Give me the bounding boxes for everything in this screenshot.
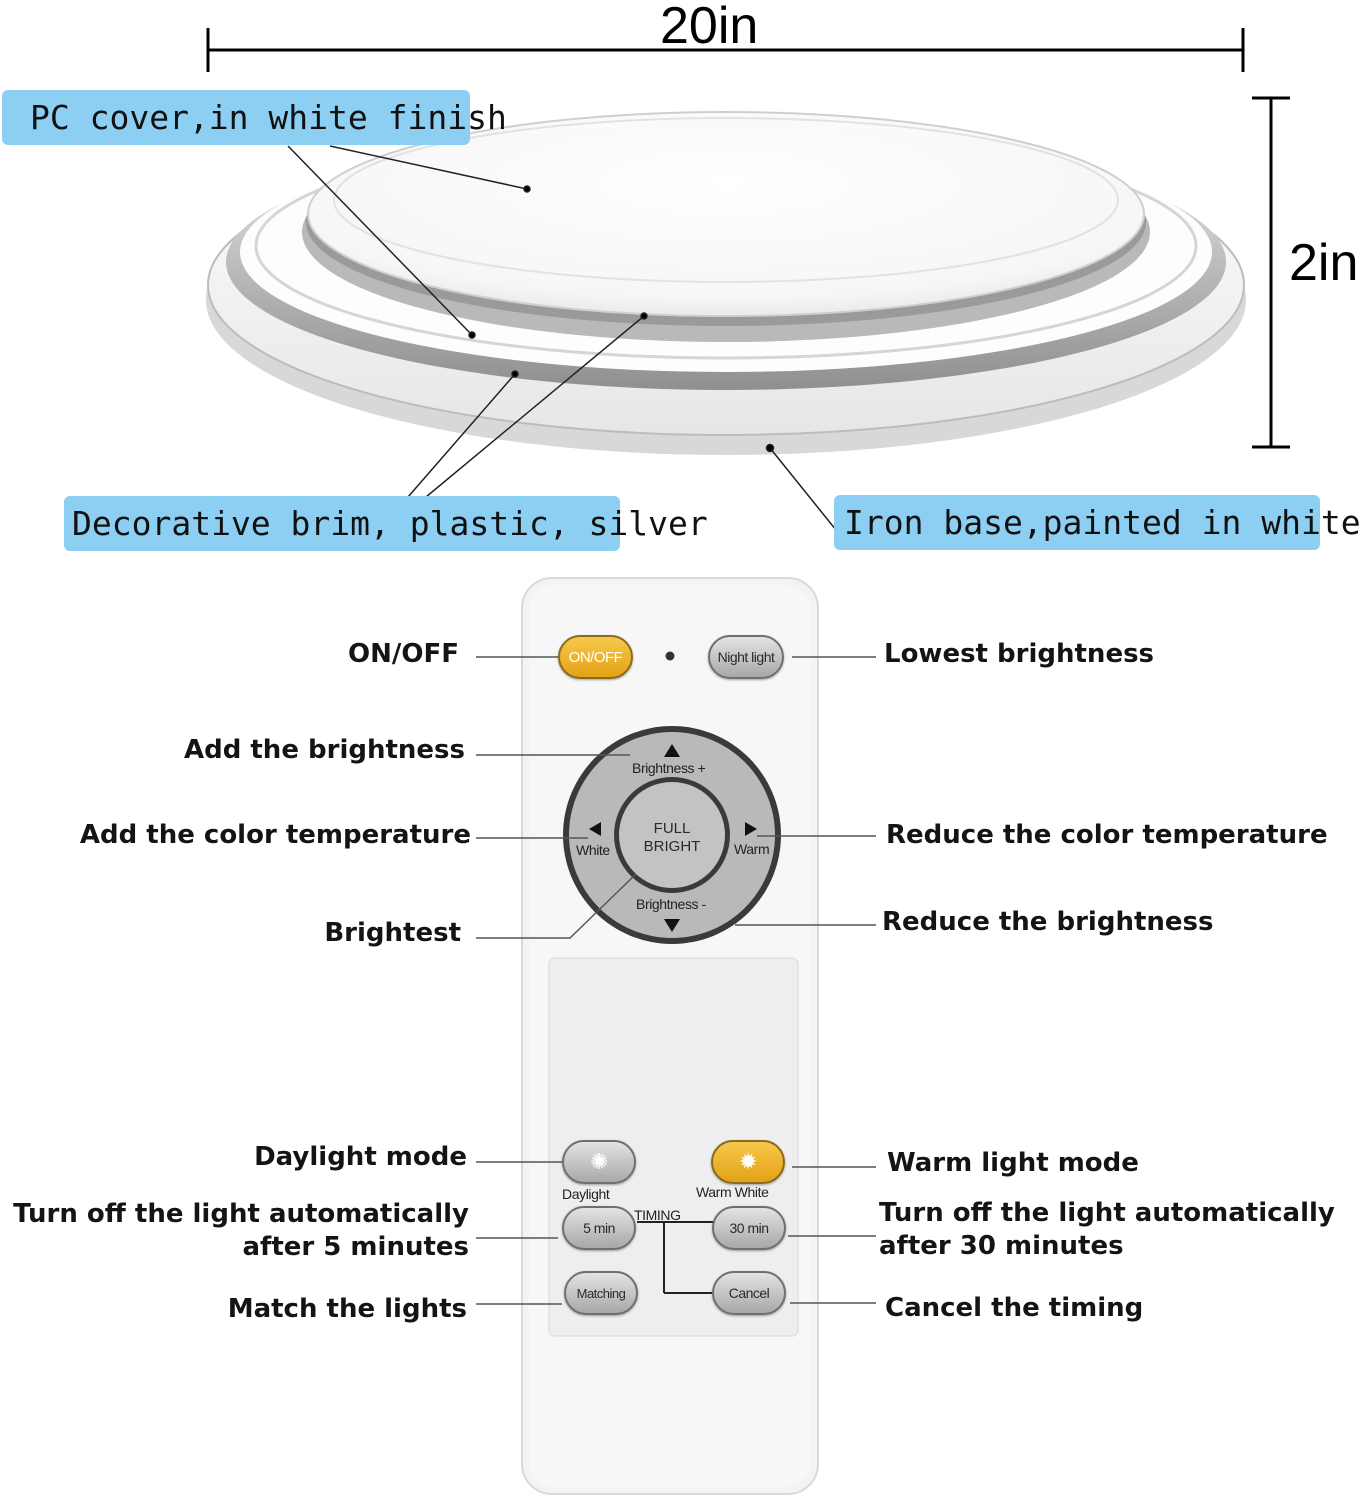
label-off-30-min: Turn off the light automatically after 3… [879,1197,1335,1262]
daylight-button[interactable]: ✺ [562,1140,636,1184]
full-bright-line1: FULL [653,820,691,837]
label-add-color-temp: Add the color temperature [79,820,471,850]
label-reduce-color-temp: Reduce the color temperature [886,820,1328,850]
label-reduce-brightness: Reduce the brightness [882,907,1214,937]
label-off-30-line2: after 30 minutes [879,1230,1124,1261]
lamp-leader-lines [287,145,837,531]
arrow-down-icon [664,919,680,932]
thirty-min-button[interactable]: 30 min [712,1206,786,1250]
label-lowest-brightness: Lowest brightness [884,639,1155,669]
label-brightest: Brightest [324,918,461,948]
remote-leader-lines [476,656,876,1305]
callout-pc-cover: PC cover,in white finish [2,90,507,145]
label-match-lights: Match the lights [227,1294,467,1324]
arrow-left-icon [589,822,601,836]
warm-white-button[interactable]: ✹ [711,1140,785,1184]
label-onoff: ON/OFF [348,639,459,669]
five-min-button[interactable]: 5 min [562,1206,636,1250]
brightness-down-label[interactable]: Brightness - [636,896,706,912]
remote-body [521,577,819,1495]
sun-icon: ✺ [590,1149,608,1174]
dpad [563,726,781,944]
arrow-right-icon [745,822,757,836]
width-label: 20in [660,0,759,55]
label-add-brightness: Add the brightness [183,735,465,765]
label-off-30-line1: Turn off the light automatically [879,1198,1335,1228]
warm-label[interactable]: Warm [734,841,770,857]
cancel-button[interactable]: Cancel [712,1271,786,1315]
label-off-5-line1: Turn off the light automatically [13,1199,469,1229]
white-label[interactable]: White [576,842,610,858]
timing-connector [637,1221,714,1294]
pc-cover [302,111,1150,342]
daylight-label: Daylight [562,1186,610,1202]
callout-decorative-brim: Decorative brim, plastic, silver [64,496,708,551]
brightness-up-label[interactable]: Brightness + [632,760,706,776]
height-dimension-line [1252,96,1290,449]
label-off-5-line2: after 5 minutes [242,1231,470,1262]
full-bright-line2: BRIGHT [643,838,701,855]
arrow-up-icon [664,744,680,757]
label-cancel-timing: Cancel the timing [885,1293,1144,1323]
warm-sun-icon: ✹ [739,1149,757,1174]
label-daylight-mode: Daylight mode [254,1142,467,1172]
label-off-5-min: Turn off the light automatically after 5… [13,1198,469,1263]
height-label: 2in [1289,234,1359,292]
indicator-led [665,651,675,661]
onoff-button[interactable]: ON/OFF [558,635,633,679]
label-warm-light-mode: Warm light mode [887,1148,1139,1178]
width-dimension-line [206,28,1245,72]
timing-label: TIMING [634,1207,681,1223]
matching-button[interactable]: Matching [564,1271,638,1315]
warm-white-label: Warm White [696,1184,769,1200]
full-bright-button[interactable]: FULL BRIGHT [620,820,724,856]
night-light-button[interactable]: Night light [708,635,784,679]
callout-iron-base: Iron base,painted in white [834,495,1361,550]
